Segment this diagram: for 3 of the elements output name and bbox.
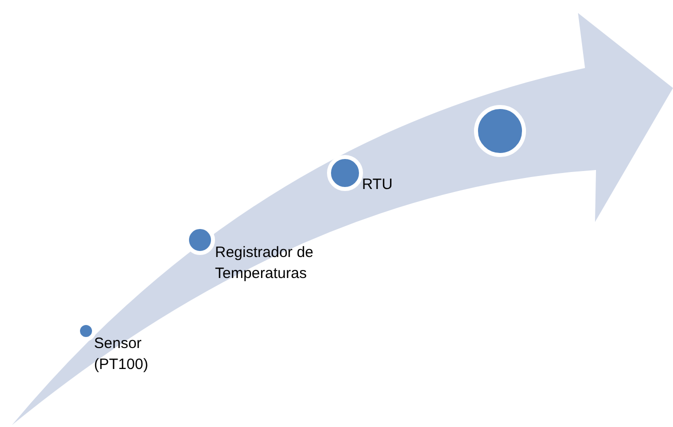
step-label: Sensor (PT100) — [94, 334, 150, 375]
step-label: RTU — [362, 175, 394, 195]
step-label: Registrador de Temperaturas — [215, 243, 314, 284]
